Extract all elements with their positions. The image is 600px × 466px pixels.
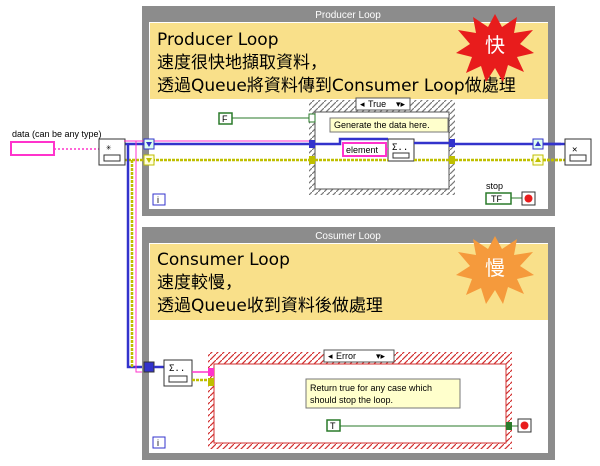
consumer-loop-title: Cosumer Loop	[315, 231, 381, 242]
consumer-case-selector[interactable]: ◂ Error ▾▸	[323, 349, 395, 363]
svg-text:Σ..: Σ..	[169, 364, 185, 374]
svg-text:Σ..: Σ..	[392, 143, 408, 153]
producer-case-selector-label: True	[368, 99, 386, 109]
consumer-note-line3: 透過Queue收到資料後做處理	[157, 296, 383, 316]
producer-iteration-terminal	[152, 193, 166, 206]
case-error-tunnel-out	[449, 156, 455, 164]
selector-dropdown-icon: ▾▸	[396, 99, 406, 109]
element-constant-label: element	[346, 145, 379, 155]
case-queue-tunnel-in	[309, 140, 315, 148]
consumer-iteration-terminal	[152, 436, 166, 449]
producer-iteration-label: i	[157, 195, 159, 205]
data-input-constant[interactable]	[10, 141, 55, 156]
case-error-tunnel-in	[309, 156, 315, 164]
producer-case-selector[interactable]: ◂ True ▾▸	[355, 97, 411, 111]
consumer-case-comment-box	[305, 378, 461, 409]
false-constant-label: F	[222, 114, 228, 124]
slow-burst-label: 慢	[485, 256, 505, 280]
producer-note-line2: 速度很快地擷取資料，	[157, 53, 327, 73]
release-queue-node[interactable]: ✕	[564, 138, 592, 166]
case-queue-tunnel-out	[449, 139, 455, 147]
case-selector-terminal	[308, 113, 316, 123]
queue-ref-wire-down	[126, 144, 144, 369]
consumer-case-comment-line1: Return true for any case which	[310, 383, 432, 393]
case-true-tunnel	[506, 422, 512, 430]
svg-text:◂: ◂	[328, 351, 333, 361]
case-element-tunnel	[208, 368, 214, 376]
data-input-label: data (can be any type)	[12, 129, 102, 139]
stop-button-label: TF	[491, 194, 502, 204]
consumer-queue-tunnel[interactable]	[143, 361, 155, 373]
producer-loop-title: Producer Loop	[315, 10, 381, 21]
obtain-queue-node[interactable]: ✳	[98, 138, 126, 166]
case-error-selector-terminal	[208, 378, 214, 386]
consumer-case-comment-line2: should stop the loop.	[310, 395, 393, 405]
producer-note-line3: 透過Queue將資料傳到Consumer Loop做處理	[157, 76, 516, 96]
data-type-wire-down	[124, 140, 144, 373]
fast-burst-icon	[456, 14, 534, 82]
queue-ref-wire-2	[315, 137, 388, 146]
svg-text:✳: ✳	[106, 143, 112, 153]
dequeue-element-node[interactable]: Σ..	[163, 359, 193, 387]
fast-burst-label: 快	[485, 33, 505, 57]
slow-burst-icon	[456, 236, 534, 304]
svg-text:◂: ◂	[360, 99, 365, 109]
stop-label: stop	[486, 181, 503, 191]
consumer-note-line1: Consumer Loop	[157, 250, 290, 270]
consumer-note-line2: 速度較慢，	[157, 272, 242, 293]
producer-case-comment: Generate the data here.	[334, 120, 430, 130]
producer-case-comment-box	[329, 117, 449, 133]
stop-condition-icon	[524, 194, 533, 203]
consumer-selector-dropdown-icon: ▾▸	[376, 351, 386, 361]
consumer-case-selector-label: Error	[336, 351, 356, 361]
enqueue-element-node[interactable]: Σ..	[387, 138, 415, 162]
consumer-iteration-label: i	[157, 438, 159, 448]
consumer-stop-condition-icon	[520, 421, 529, 430]
svg-text:✕: ✕	[572, 145, 577, 155]
producer-note-line1: Producer Loop	[157, 30, 279, 50]
true-constant-label: T	[330, 421, 336, 431]
